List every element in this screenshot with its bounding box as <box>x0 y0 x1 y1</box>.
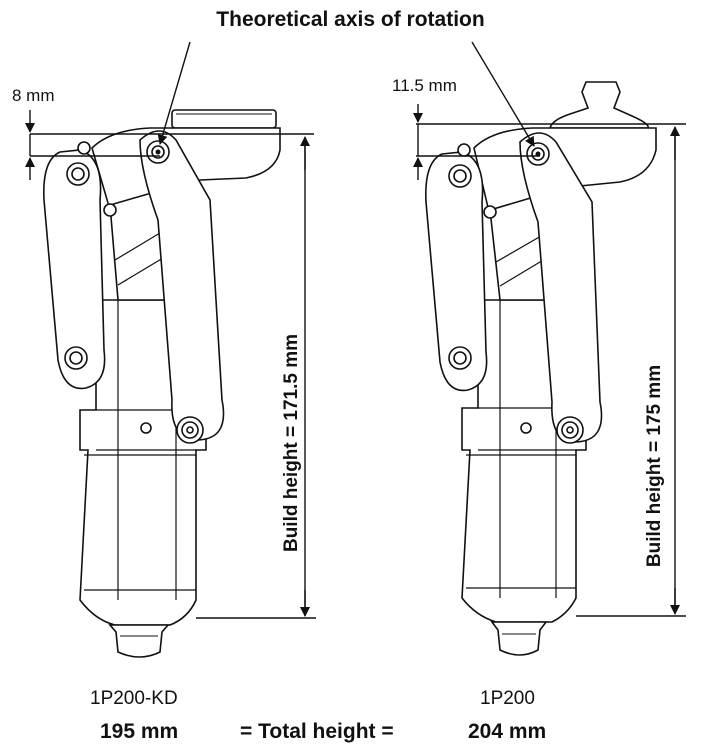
right-build-height-label: Build height = 175 mm <box>644 364 665 568</box>
right-offset-label: 11.5 mm <box>392 76 457 95</box>
left-dimensions <box>25 110 316 619</box>
right-total-value: 204 mm <box>468 720 547 743</box>
total-height-label: = Total height = <box>240 720 394 743</box>
axis-pointer-lines <box>157 41 535 147</box>
right-dimensions <box>413 104 686 617</box>
diagram-title: Theoretical axis of rotation <box>216 8 485 31</box>
left-offset-label: 8 mm <box>12 86 55 105</box>
right-knee-joint <box>425 81 657 656</box>
left-build-height-label: Build height = 171.5 mm <box>281 333 302 553</box>
left-knee-joint <box>43 109 281 658</box>
left-total-value: 195 mm <box>100 720 179 743</box>
left-model-label: 1P200-KD <box>90 688 178 709</box>
right-model-label: 1P200 <box>480 688 535 709</box>
